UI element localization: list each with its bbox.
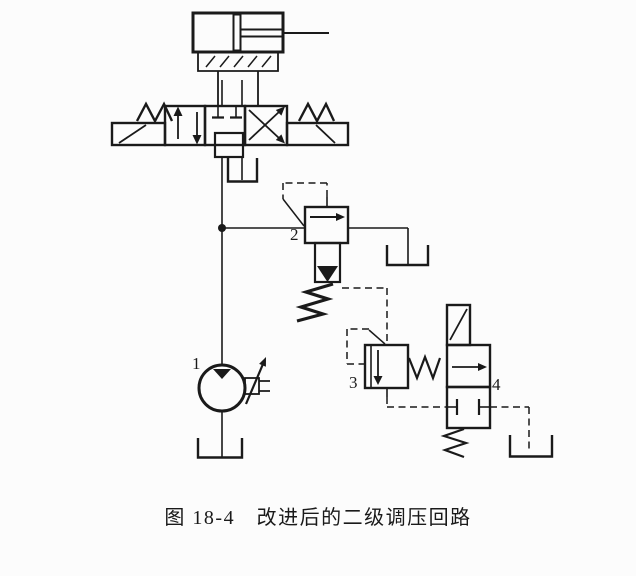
piston xyxy=(232,13,242,52)
figure-caption: 图 18-4 改进后的二级调压回路 xyxy=(164,506,471,529)
pt-connector-box xyxy=(213,131,245,159)
tank-icon-shutoff-outlet xyxy=(508,435,554,458)
cylinder-port-lines xyxy=(221,80,243,106)
right-solenoid-slash xyxy=(315,124,336,144)
mounting-plate xyxy=(197,52,279,106)
variable-arrow xyxy=(244,363,265,405)
relief-valve-outlet-line xyxy=(348,227,409,265)
crossed-flow-arrows xyxy=(248,106,285,144)
shutoff-flow-arrowhead xyxy=(478,363,487,371)
compensator-port-lines xyxy=(259,380,270,392)
tank-icon-relief-outlet xyxy=(385,245,430,267)
tank-icon-valve-return xyxy=(226,158,259,183)
left-spring-icon xyxy=(135,101,174,124)
manifold-stem xyxy=(217,71,259,106)
hatching-icon xyxy=(205,55,272,68)
label-shutoff-valve: 4 xyxy=(492,375,501,394)
label-pilot-relief-valve: 2 xyxy=(290,225,299,244)
tank-icon-pump-suction xyxy=(196,438,244,459)
pilot-pressure-dashed-line xyxy=(282,182,328,199)
valve-position-center xyxy=(203,104,247,147)
shutoff-solenoid-slash xyxy=(449,308,468,341)
pilot-relief-valve xyxy=(282,182,388,344)
piston-rod xyxy=(240,28,283,38)
pipe-lines xyxy=(218,157,409,457)
poppet-cone-icon xyxy=(317,266,338,282)
remote-control-dashed-line xyxy=(342,287,388,344)
directional-valve xyxy=(110,101,350,159)
label-remote-pressure-valve: 3 xyxy=(349,373,358,392)
left-solenoid-slash xyxy=(118,124,147,144)
left-solenoid-icon xyxy=(110,121,167,147)
remote-spring-icon xyxy=(407,353,442,382)
tank-symbols xyxy=(196,158,554,459)
solenoid-shutoff-valve xyxy=(440,303,530,459)
adjustable-spring-icon xyxy=(295,282,334,323)
center-position-symbols xyxy=(212,106,245,159)
parallel-flow-arrows xyxy=(173,106,202,145)
right-solenoid-icon xyxy=(285,121,350,147)
remote-pilot-dashed-loop xyxy=(346,328,369,365)
remote-outlet-dashed-line xyxy=(386,397,447,408)
remote-pressure-valve xyxy=(346,328,447,408)
shutoff-outlet-dashed-line xyxy=(490,406,530,450)
pressure-compensator-box xyxy=(244,377,260,395)
plate-outline xyxy=(197,52,279,72)
variable-pump xyxy=(197,357,270,413)
relief-valve-body xyxy=(303,205,350,245)
shutoff-spring-icon xyxy=(440,427,470,459)
blocked-port-symbols xyxy=(447,399,490,415)
hydraulic-cylinder xyxy=(191,11,329,54)
remote-flow-arrowhead xyxy=(373,376,383,385)
variable-arrowhead xyxy=(259,357,266,367)
pump-flow-triangle xyxy=(213,369,231,379)
pilot-tap-diagonal xyxy=(282,198,305,227)
relief-flow-arrowhead xyxy=(336,213,345,221)
label-pump: 1 xyxy=(192,354,201,373)
right-spring-icon xyxy=(297,101,336,124)
remote-pilot-diagonal xyxy=(368,329,386,345)
